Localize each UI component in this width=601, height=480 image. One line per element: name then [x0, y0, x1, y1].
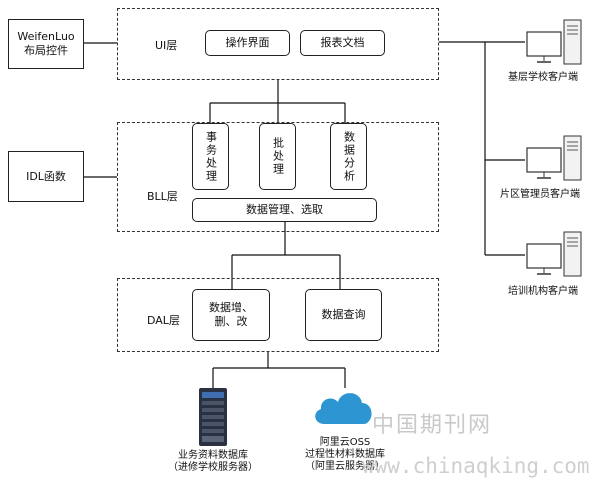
dal-layer-label: DAL层: [147, 314, 180, 327]
data-analysis-box: 数据分析: [330, 123, 367, 190]
idl-label: IDL函数: [26, 169, 66, 183]
client-computer-1: [526, 18, 586, 66]
data-query-box: 数据查询: [305, 289, 382, 341]
data-query-label: 数据查询: [321, 308, 366, 321]
ui-layer: [117, 8, 439, 80]
data-crud-box: 数据增、删、改: [192, 289, 270, 341]
bll-layer: [117, 122, 439, 232]
data-analysis-label: 数据分析: [342, 130, 356, 183]
operation-interface-box: 操作界面: [205, 30, 290, 56]
weifenluo-control-box: WeifenLuo 布局控件: [8, 19, 84, 69]
client-label-3: 培训机构客户端: [508, 286, 578, 297]
client-computer-2: [526, 134, 586, 182]
computer-icon: [526, 231, 582, 277]
transaction-processing-box: 事务处理: [192, 123, 229, 190]
bll-layer-label: BLL层: [147, 190, 178, 203]
operation-interface-label: 操作界面: [225, 36, 270, 49]
dal-layer: [117, 278, 439, 352]
report-document-label: 报表文档: [320, 36, 365, 49]
computer-icon: [526, 135, 582, 181]
weifenluo-label: WeifenLuo 布局控件: [17, 30, 75, 57]
report-document-box: 报表文档: [300, 30, 385, 56]
cloud-db-label: 阿里云OSS 过程性材料数据库 （阿里云服务器）: [305, 437, 385, 472]
watermark-url: www.chinaqking.com: [362, 454, 590, 478]
server-icon: [199, 388, 227, 446]
ui-layer-label: UI层: [155, 39, 178, 52]
idl-function-box: IDL函数: [8, 151, 84, 202]
client-computer-3: [526, 230, 586, 278]
business-db-label: 业务资料数据库 （进修学校服务器）: [168, 450, 258, 473]
data-crud-label: 数据增、删、改: [209, 301, 253, 328]
computer-icon: [526, 19, 582, 65]
client-label-1: 基层学校客户端: [508, 72, 578, 83]
batch-processing-label: 批处理: [271, 137, 285, 176]
batch-processing-box: 批处理: [259, 123, 296, 190]
data-management-label: 数据管理、选取: [246, 203, 323, 216]
transaction-processing-label: 事务处理: [204, 130, 218, 183]
watermark-cn: 中国期刊网: [372, 413, 493, 438]
cloud-icon: [312, 384, 374, 426]
data-management-box: 数据管理、选取: [192, 198, 377, 222]
client-label-2: 片区管理员客户端: [500, 189, 580, 200]
